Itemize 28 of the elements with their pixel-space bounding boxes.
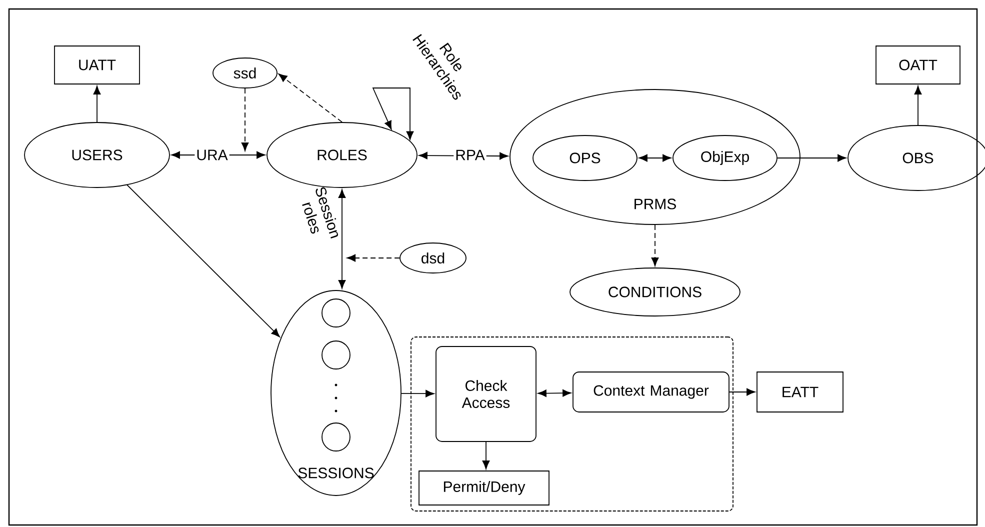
attribute-box: OATT	[876, 46, 960, 84]
session-circle	[322, 340, 350, 370]
arrow	[338, 189, 346, 289]
session-circle	[322, 298, 350, 328]
arrow	[126, 184, 280, 338]
arrow	[651, 224, 659, 266]
process-box: Context Manager	[572, 372, 730, 412]
arrow	[401, 390, 434, 398]
arrow	[729, 388, 756, 396]
process-box: Check Access	[436, 346, 536, 442]
session-circle	[322, 422, 350, 452]
arrow	[777, 154, 846, 162]
arrow	[346, 254, 400, 262]
attribute-box: EATT	[756, 372, 844, 412]
attribute-box: UATT	[54, 46, 140, 84]
arrow	[93, 86, 101, 122]
arrow	[914, 86, 922, 126]
arrow	[482, 442, 490, 470]
dashed-container	[410, 336, 734, 512]
arrow	[638, 154, 672, 162]
result-box: Permit/Deny	[418, 470, 550, 506]
arrow	[241, 88, 249, 152]
arrow	[278, 74, 342, 122]
arrow	[538, 389, 572, 397]
arrow	[372, 88, 414, 140]
edge-label: RPA	[454, 148, 486, 162]
edge-label: URA	[194, 148, 230, 162]
edge-label: Session roles	[302, 187, 338, 238]
